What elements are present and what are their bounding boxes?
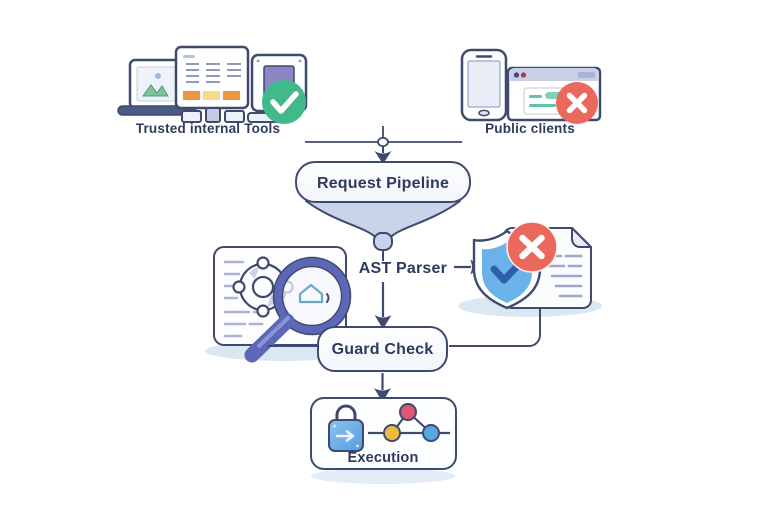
- smartphone-icon: [460, 48, 508, 122]
- trusted-tools-label: Trusted internal Tools: [136, 121, 280, 136]
- monitor-icon: [174, 45, 250, 123]
- inspection-document-illustration: [205, 246, 361, 363]
- check-circle-icon: [262, 80, 306, 124]
- network-graph-icon: [368, 403, 450, 442]
- node-yellow: [383, 424, 401, 442]
- arrowhead-down-icon: [374, 151, 392, 164]
- funnel-tip: [373, 232, 393, 251]
- table-lines: [186, 63, 241, 83]
- shield-x-illustration: [449, 221, 602, 347]
- execution-node: Execution: [310, 397, 457, 484]
- chart-glyph: [142, 84, 169, 97]
- x-circle-icon: [556, 82, 598, 124]
- node-red: [399, 403, 417, 421]
- funnel-shape: [305, 200, 461, 237]
- trusted-tools-illustration: Trusted internal Tools: [117, 45, 308, 136]
- request-pipeline-box: [295, 161, 471, 203]
- ast-parser-node: AST Parser: [359, 259, 482, 329]
- arrowhead-down-icon: [374, 388, 391, 402]
- guard-check-node: Guard Check: [317, 326, 448, 402]
- guard-check-label: Guard Check: [332, 341, 434, 358]
- shield-to-guard-connector: [449, 308, 541, 347]
- folded-corner: [571, 227, 592, 248]
- execution-label: Execution: [347, 450, 418, 466]
- node-blue: [422, 424, 440, 442]
- x-badge-icon: [506, 221, 558, 273]
- ast-parser-label: AST Parser: [359, 260, 447, 277]
- arrowhead-down-icon: [374, 315, 392, 329]
- public-clients-illustration: Public clients: [460, 48, 602, 136]
- request-pipeline-node: Request Pipeline: [295, 161, 471, 261]
- request-pipeline-label: Request Pipeline: [317, 175, 449, 192]
- house-sketch: [298, 283, 324, 304]
- shadow: [311, 468, 455, 484]
- guard-check-box: [317, 326, 448, 372]
- document-text-lines: [547, 254, 583, 298]
- lock-icon: [328, 404, 364, 452]
- public-clients-label: Public clients: [485, 121, 575, 136]
- converge-connector: [305, 126, 462, 164]
- magnifier-ring: [273, 257, 351, 335]
- magnifier-icon: [244, 256, 352, 363]
